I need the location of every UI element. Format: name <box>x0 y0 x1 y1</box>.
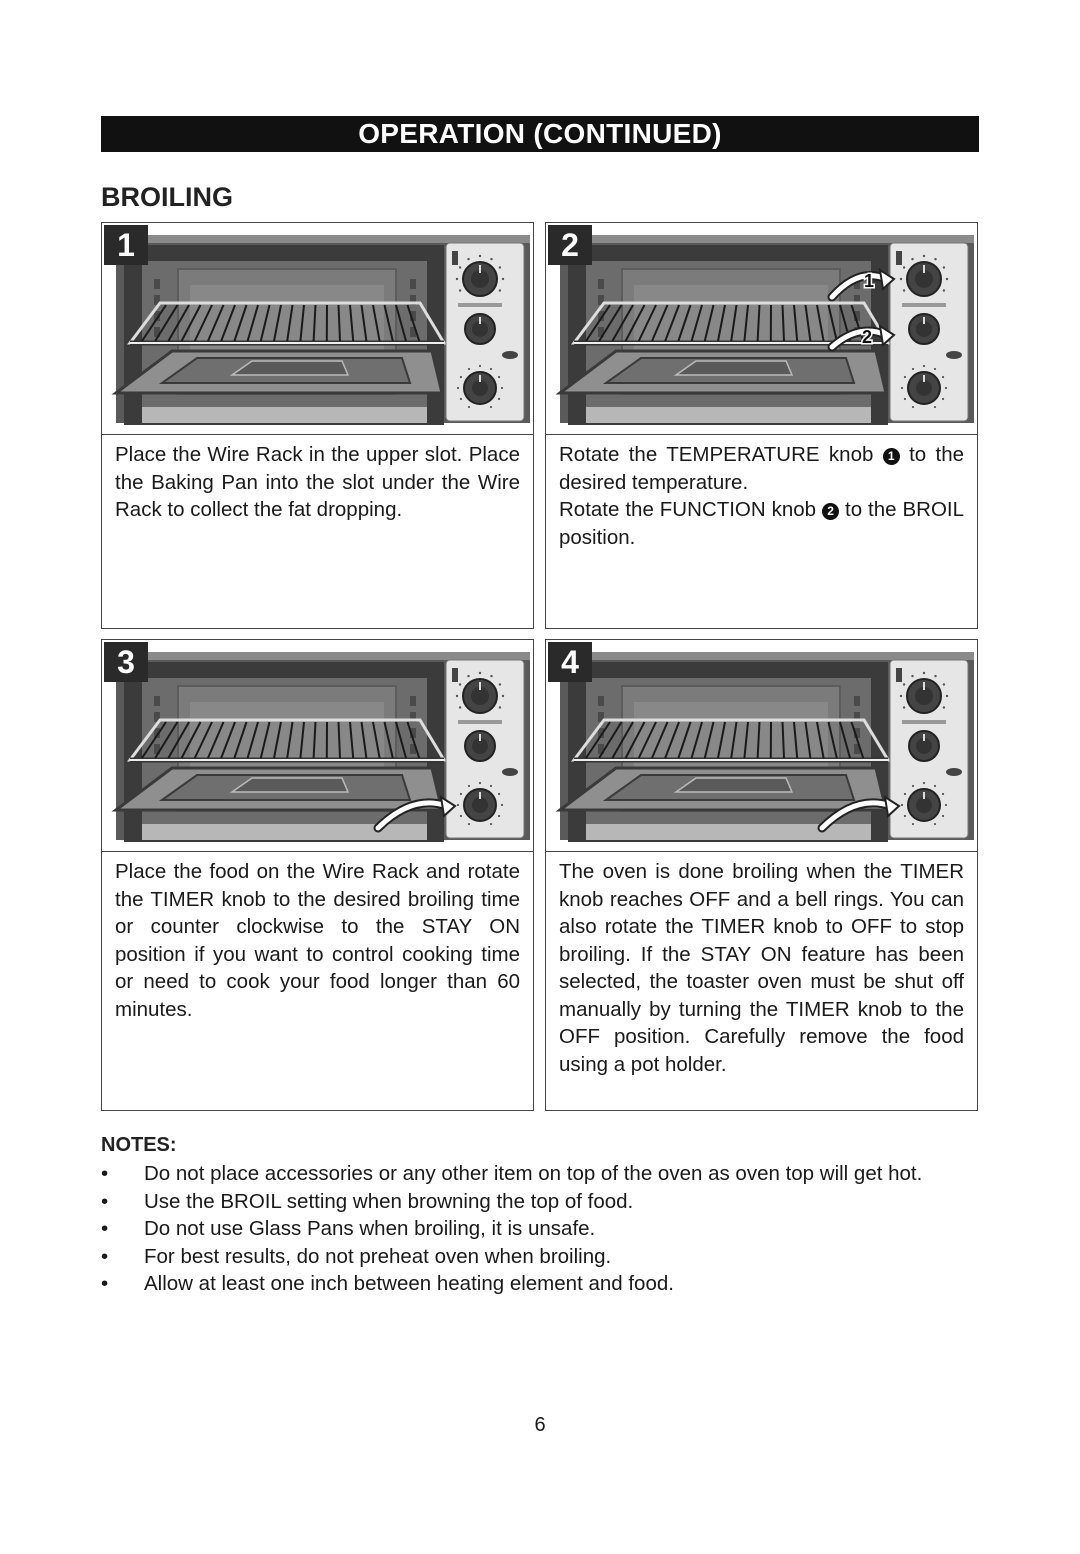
curved-arrow-icon <box>439 794 457 818</box>
section-banner: OPERATION (CONTINUED) <box>101 116 979 152</box>
list-item: •Do not use Glass Pans when broiling, it… <box>101 1215 981 1243</box>
step-text-line: to the BROIL position. <box>559 498 965 549</box>
list-item: •Do not place accessories or any other i… <box>101 1160 981 1188</box>
step-text: The oven is done broiling when the TIMER… <box>559 860 964 1076</box>
oven-illustration: 4 <box>546 640 977 852</box>
knob-marker-2: 2 <box>822 503 840 520</box>
step-3: 3 Place the food on the Wire Rack and ro… <box>101 639 534 1111</box>
toaster-oven-illustration <box>111 235 530 425</box>
step-number: 4 <box>548 642 592 682</box>
curved-arrow-icon <box>883 794 901 818</box>
bullet-icon: • <box>101 1244 109 1268</box>
step-number: 1 <box>104 225 148 265</box>
bullet-icon: • <box>101 1217 109 1240</box>
step-4: 4 The oven is done broiling when the TIM… <box>545 639 978 1111</box>
curved-arrow-icon <box>819 800 894 831</box>
curved-arrow-icon <box>878 323 896 347</box>
page-title: BROILING <box>101 182 233 212</box>
step-text-line: Rotate the FUNCTION knob <box>559 498 817 521</box>
notes-title: NOTES: <box>101 1134 177 1156</box>
step-text-line: Rotate the TEMPERATURE knob <box>559 443 874 466</box>
step-1: 1 Place the Wire Rack in the upper slot.… <box>101 222 534 629</box>
step-number: 3 <box>104 642 148 682</box>
step-text: Rotate the TEMPERATURE knob 1 to the des… <box>546 435 977 559</box>
bullet-icon: • <box>101 1272 109 1295</box>
step-text: Place the food on the Wire Rack and rota… <box>115 860 520 1021</box>
step-text: Place the Wire Rack in the upper slot. P… <box>115 443 520 521</box>
list-item: •For best results, do not preheat oven w… <box>101 1243 981 1271</box>
callout-number: 1 <box>864 271 874 291</box>
toaster-oven-illustration <box>555 652 974 842</box>
toaster-oven-illustration: 12 <box>555 235 974 425</box>
toaster-oven-illustration <box>111 652 530 842</box>
knob-marker-1: 1 <box>882 448 900 465</box>
callout-number: 2 <box>862 327 872 347</box>
bullet-icon: • <box>101 1162 109 1185</box>
curved-arrow-icon <box>375 800 450 831</box>
bullet-icon: • <box>101 1189 109 1213</box>
step-number: 2 <box>548 225 592 265</box>
step-text-line: to the desired temperature. <box>559 443 964 494</box>
list-item: •Allow at least one inch between heating… <box>101 1270 981 1298</box>
oven-illustration: 1 <box>102 223 533 435</box>
list-item: •Use the BROIL setting when browning the… <box>101 1188 981 1216</box>
curved-arrow-icon <box>878 267 896 291</box>
notes-list: •Do not place accessories or any other i… <box>101 1160 981 1298</box>
oven-illustration: 3 <box>102 640 533 852</box>
page-number: 6 <box>534 1414 546 1436</box>
